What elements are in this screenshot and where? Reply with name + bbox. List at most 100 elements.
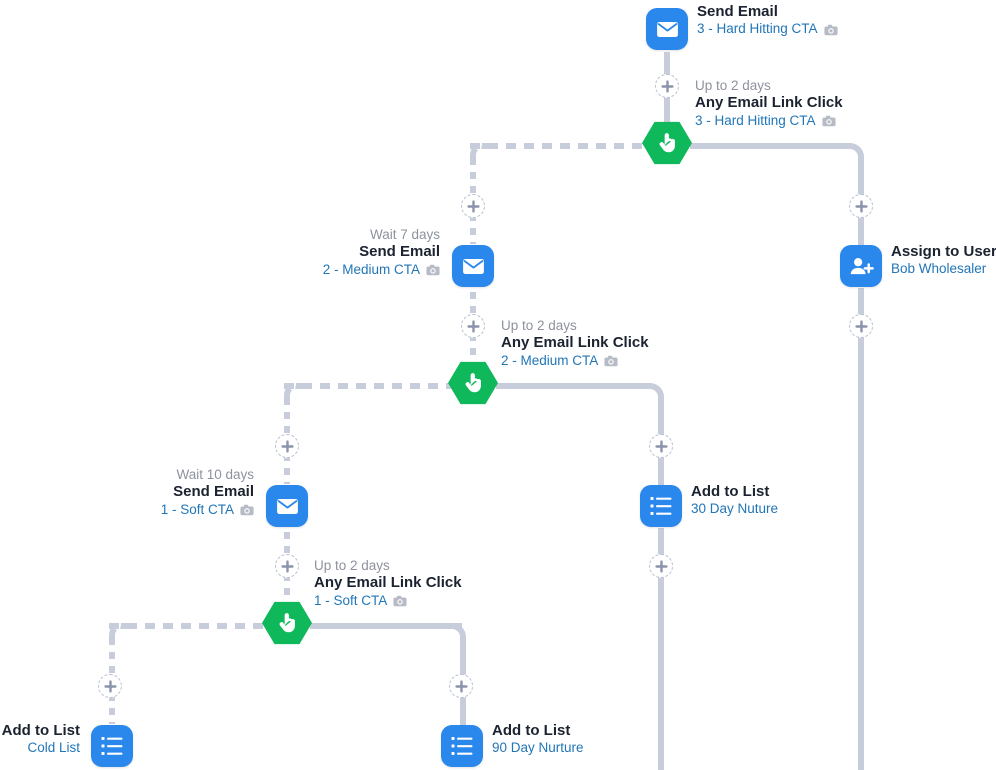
node-send-email-1[interactable] — [266, 485, 308, 527]
plus-icon — [654, 559, 668, 573]
node-subtitle-text: 2 - Medium CTA — [322, 261, 420, 277]
node-subtitle: 2 - Medium CTA — [200, 262, 440, 278]
list-icon — [91, 725, 133, 767]
label-link-click-3: Up to 2 days Any Email Link Click 3 - Ha… — [695, 78, 843, 129]
node-subtitle: 2 - Medium CTA — [501, 353, 649, 369]
hand-pointer-icon — [448, 361, 498, 405]
node-subtitle-text: 30 Day Nuture — [691, 501, 779, 517]
plus-icon — [854, 199, 868, 213]
list-icon — [441, 725, 483, 767]
connector-assign-user-down — [858, 288, 864, 770]
hexagon-shape — [448, 361, 498, 405]
envelope-icon — [266, 485, 308, 527]
node-title: Add to List — [492, 722, 571, 739]
camera-icon — [426, 264, 440, 276]
camera-icon — [823, 24, 838, 36]
node-send-email-2[interactable] — [452, 245, 494, 287]
add-step-button-1[interactable] — [655, 74, 679, 98]
label-link-click-1: Up to 2 days Any Email Link Click 1 - So… — [314, 558, 462, 609]
node-wait: Up to 2 days — [314, 558, 390, 573]
add-step-button-10[interactable] — [449, 674, 473, 698]
envelope-icon — [646, 8, 688, 50]
list-icon — [640, 485, 682, 527]
add-step-button-7[interactable] — [649, 554, 673, 578]
node-add-to-list-30[interactable] — [640, 485, 682, 527]
plus-icon — [854, 319, 868, 333]
node-title: Add to List — [1, 722, 80, 739]
label-send-email-2: Wait 7 days Send Email 2 - Medium CTA — [200, 227, 440, 278]
node-link-click-3[interactable] — [642, 121, 692, 165]
add-step-button-3[interactable] — [849, 314, 873, 338]
add-step-button-5[interactable] — [461, 314, 485, 338]
node-title: Any Email Link Click — [501, 334, 649, 352]
node-subtitle-text: 3 - Hard Hitting CTA — [695, 112, 816, 128]
add-step-button-2[interactable] — [849, 194, 873, 218]
node-subtitle-text: 2 - Medium CTA — [501, 352, 599, 368]
node-title: Add to List — [691, 483, 770, 500]
envelope-icon — [452, 245, 494, 287]
connector-email2-to-click2 — [470, 292, 476, 388]
node-subtitle-text: 3 - Hard Hitting CTA — [697, 21, 818, 37]
camera-icon — [821, 115, 836, 127]
connector-click2-left-dashed — [284, 383, 462, 389]
node-wait: Wait 7 days — [369, 227, 440, 242]
node-title: Send Email — [173, 483, 254, 501]
hand-pointer-icon — [642, 121, 692, 165]
connector-click1-right — [310, 623, 462, 629]
node-subtitle-text: Bob Wholesaler — [891, 261, 987, 277]
camera-icon — [604, 355, 618, 367]
label-send-email-3: Send Email 3 - Hard Hitting CTA — [697, 3, 838, 38]
camera-icon — [240, 504, 254, 516]
node-subtitle: 3 - Hard Hitting CTA — [697, 21, 838, 37]
plus-icon — [466, 319, 480, 333]
assign-user-icon — [840, 245, 882, 287]
label-send-email-1: Wait 10 days Send Email 1 - Soft CTA — [14, 467, 254, 518]
plus-icon — [660, 79, 674, 93]
connector-corner-dash-click3 — [470, 143, 488, 161]
label-assign-to-user: Assign to User Bob Wholesaler — [891, 243, 996, 278]
connector-corner-dash-click2 — [284, 383, 302, 401]
label-add-to-list-cold: Add to List Cold List — [0, 722, 80, 757]
connector-email3-to-click3 — [664, 52, 670, 148]
node-subtitle-text: Cold List — [27, 740, 80, 756]
add-step-button-8[interactable] — [275, 434, 299, 458]
node-subtitle: 30 Day Nuture — [691, 501, 778, 517]
node-send-email-3[interactable] — [646, 8, 688, 50]
node-wait: Up to 2 days — [695, 78, 771, 93]
camera-icon — [393, 595, 407, 607]
add-step-button-6[interactable] — [649, 434, 673, 458]
plus-icon — [280, 559, 294, 573]
plus-icon — [280, 439, 294, 453]
node-link-click-2[interactable] — [448, 361, 498, 405]
node-link-click-1[interactable] — [262, 601, 312, 645]
node-title: Send Email — [697, 3, 778, 20]
node-subtitle: 1 - Soft CTA — [14, 502, 254, 518]
node-subtitle-text: 1 - Soft CTA — [314, 592, 388, 608]
connector-corner-dash-click1 — [109, 623, 127, 641]
node-title: Any Email Link Click — [695, 94, 843, 112]
plus-icon — [103, 679, 117, 693]
connector-click3-left-dashed — [470, 143, 648, 149]
label-add-to-list-30: Add to List 30 Day Nuture — [691, 483, 778, 518]
node-subtitle: 3 - Hard Hitting CTA — [695, 113, 843, 129]
connector-corner-click1 — [446, 623, 466, 643]
node-title: Assign to User — [891, 243, 996, 260]
node-add-to-list-cold[interactable] — [91, 725, 133, 767]
label-link-click-2: Up to 2 days Any Email Link Click 2 - Me… — [501, 318, 649, 369]
add-step-button-11[interactable] — [98, 674, 122, 698]
hand-pointer-icon — [262, 601, 312, 645]
node-add-to-list-90[interactable] — [441, 725, 483, 767]
node-assign-to-user[interactable] — [840, 245, 882, 287]
node-wait: Up to 2 days — [501, 318, 577, 333]
node-title: Send Email — [359, 243, 440, 261]
plus-icon — [654, 439, 668, 453]
add-step-button-4[interactable] — [461, 194, 485, 218]
add-step-button-9[interactable] — [275, 554, 299, 578]
connector-corner-click2 — [644, 383, 664, 403]
node-title: Any Email Link Click — [314, 574, 462, 592]
plus-icon — [466, 199, 480, 213]
connector-click3-right — [690, 143, 848, 149]
node-subtitle-text: 90 Day Nurture — [492, 740, 584, 756]
node-subtitle: 1 - Soft CTA — [314, 593, 462, 609]
